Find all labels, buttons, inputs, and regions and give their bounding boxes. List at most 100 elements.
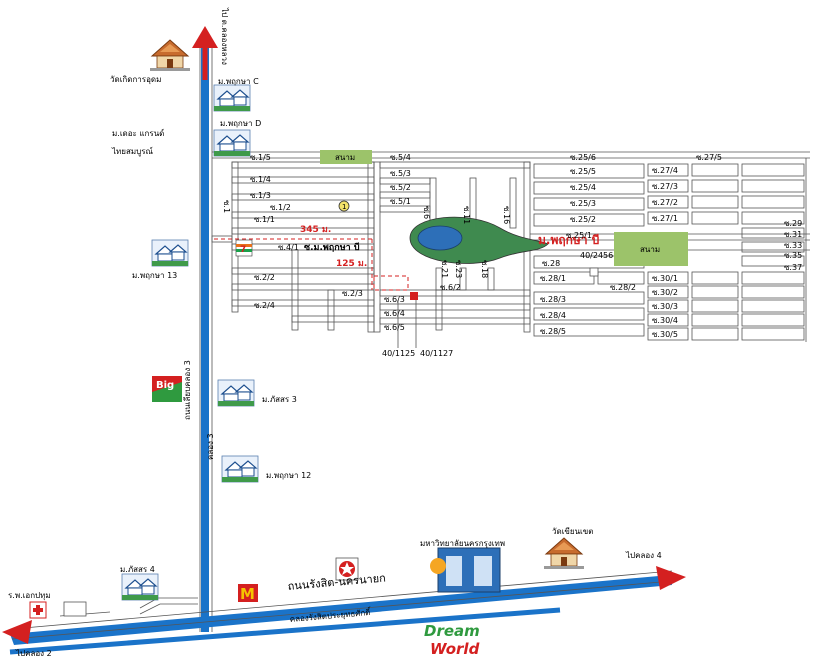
soi-label: ซ.5/4 bbox=[390, 153, 411, 162]
west-arrow-icon bbox=[2, 620, 32, 644]
university-label: มหาวิทยาลัยนครกรุงเทพ bbox=[420, 539, 505, 548]
soi-label: ซ.25/2 bbox=[570, 215, 596, 224]
soi-label: ซ.1/3 bbox=[250, 191, 271, 200]
village-c-label: ม.พฤกษา C bbox=[218, 77, 259, 86]
village-grand-label-1: ม.เดอะ แกรนด์ bbox=[112, 128, 164, 138]
village-grand-label-2: ไทยสมบูรณ์ bbox=[111, 146, 154, 157]
soi-label: ซ.28/1 bbox=[540, 274, 566, 283]
soi-label: ซ.35 bbox=[784, 251, 802, 260]
soi-label: ซ.27/3 bbox=[652, 182, 678, 191]
village-13-icon bbox=[151, 239, 189, 267]
gas-station-icon bbox=[335, 557, 359, 581]
soi-label: ซ.23 bbox=[454, 260, 463, 278]
target-house-marker bbox=[410, 292, 418, 300]
pruksa-b-pond bbox=[409, 216, 549, 264]
soi-label: ซ.1/5 bbox=[250, 153, 271, 162]
village-d-icon bbox=[213, 129, 251, 157]
soi-label: ซ.11 bbox=[462, 206, 471, 224]
to-klong2-label: ไปคลอง 2 bbox=[15, 649, 52, 658]
park-right-label: สนาม bbox=[640, 245, 660, 254]
soi-label: ซ.2/3 bbox=[342, 289, 363, 298]
village-c-icon bbox=[213, 84, 251, 112]
village-pasorn3-label: ม.ภัสสร 3 bbox=[262, 395, 297, 404]
soi-label: ซ.1 bbox=[222, 200, 231, 213]
soi-label: ซ.25/5 bbox=[570, 167, 596, 176]
north-arrow-icon bbox=[192, 26, 218, 48]
temple-right-icon bbox=[543, 537, 585, 570]
dream-world-logo: Dream World bbox=[424, 622, 480, 658]
soi-label: ซ.28/3 bbox=[540, 295, 566, 304]
klong3-road bbox=[192, 26, 218, 632]
soi-label: ซ.25/6 bbox=[570, 153, 596, 162]
house-marker-2456 bbox=[589, 267, 599, 277]
svg-text:7: 7 bbox=[240, 245, 246, 255]
soi-label: ซ.25/4 bbox=[570, 183, 596, 192]
soi-label: ซ.6 bbox=[422, 206, 431, 219]
east-arrow-icon bbox=[656, 566, 686, 590]
pruksa-b-road-label: ซ.ม.พฤกษา บี bbox=[304, 242, 360, 253]
soi-label: ซ.25/3 bbox=[570, 199, 596, 208]
soi-label: ซ.31 bbox=[784, 230, 802, 239]
mcdonalds-icon: M bbox=[238, 584, 258, 603]
village-pasorn4-label: ม.ภัสสร 4 bbox=[120, 565, 155, 574]
distance-guides bbox=[214, 238, 409, 291]
marker-1-icon bbox=[338, 200, 350, 212]
distance-345: 345 ม. bbox=[300, 225, 331, 235]
soi-label: ซ.27/5 bbox=[696, 153, 722, 162]
soi-label: ซ.25/1 bbox=[566, 231, 592, 240]
soi-label: ซ.6/2 bbox=[440, 283, 461, 292]
village-pasorn3-icon bbox=[217, 379, 255, 407]
soi-label: ซ.1/2 bbox=[270, 203, 291, 212]
soi-label: ซ.37 bbox=[784, 263, 802, 272]
temple-right-label: วัดเขียนเขต bbox=[552, 527, 593, 536]
svg-text:World: World bbox=[430, 640, 480, 658]
soi-label: ซ.28/5 bbox=[540, 327, 566, 336]
soi-label: ซ.1/4 bbox=[250, 175, 271, 184]
temple-top-icon bbox=[149, 39, 191, 72]
soi-label: ซ.28 bbox=[542, 259, 560, 268]
house-no-2: 40/1125 bbox=[382, 349, 415, 358]
soi-label: ซ.33 bbox=[784, 241, 802, 250]
marker-1-text: 1 bbox=[342, 203, 346, 211]
soi-label: ซ.18 bbox=[480, 260, 489, 278]
north-arrow-label: ไป ต.คลองหลวง bbox=[220, 7, 229, 65]
village-pasorn4-icon bbox=[121, 573, 159, 601]
soi-label: ซ.6/3 bbox=[384, 295, 405, 304]
soi-label: ซ.27/1 bbox=[652, 214, 678, 223]
university-icon bbox=[430, 547, 501, 593]
park-top bbox=[320, 150, 372, 164]
seven-eleven-icon: 7 bbox=[235, 239, 253, 257]
soi-label: ซ.2/2 bbox=[254, 273, 275, 282]
soi-label: ซ.16 bbox=[502, 206, 511, 224]
soi-label: ซ.2/4 bbox=[254, 301, 275, 310]
klong3-label: ถนนเลียบคลอง 3 bbox=[183, 360, 192, 420]
big-c-icon: Big bbox=[152, 376, 182, 402]
village-d-label: ม.พฤกษา D bbox=[220, 119, 261, 128]
park-top-label: สนาม bbox=[335, 153, 355, 162]
house-no-1: 40/2456 bbox=[580, 251, 613, 260]
soi-label: ซ.30/3 bbox=[652, 302, 678, 311]
soi-label: ซ.1/1 bbox=[254, 215, 275, 224]
soi-label: ซ.30/5 bbox=[652, 330, 678, 339]
soi-label: ซ.5/2 bbox=[390, 183, 411, 192]
soi-label: ซ.5/1 bbox=[390, 197, 411, 206]
soi-label: ซ.27/2 bbox=[652, 198, 678, 207]
soi-label: ซ.5/3 bbox=[390, 169, 411, 178]
temple-top-label: วัดเกิดการอุดม bbox=[110, 75, 161, 84]
soi-label: ซ.6/4 bbox=[384, 309, 405, 318]
soi-label: ซ.27/4 bbox=[652, 166, 678, 175]
soi-label: ซ.4/1 bbox=[278, 243, 299, 252]
soi-label: ซ.28/4 bbox=[540, 311, 566, 320]
soi-label: ซ.30/4 bbox=[652, 316, 678, 325]
park-right bbox=[614, 232, 688, 266]
hospital-label: ร.พ.เอกปทุม bbox=[8, 591, 51, 600]
hospital-icon bbox=[29, 601, 47, 619]
soi-label: ซ.21 bbox=[440, 260, 449, 278]
pharmacy-icon bbox=[63, 601, 87, 617]
svg-text:Dream: Dream bbox=[424, 622, 480, 640]
svg-text:Big: Big bbox=[156, 380, 174, 391]
soi-label: ซ.29 bbox=[784, 219, 802, 228]
distance-125: 125 ม. bbox=[336, 259, 367, 269]
pruksa-b-label: ม.พฤกษา บี bbox=[538, 233, 599, 247]
